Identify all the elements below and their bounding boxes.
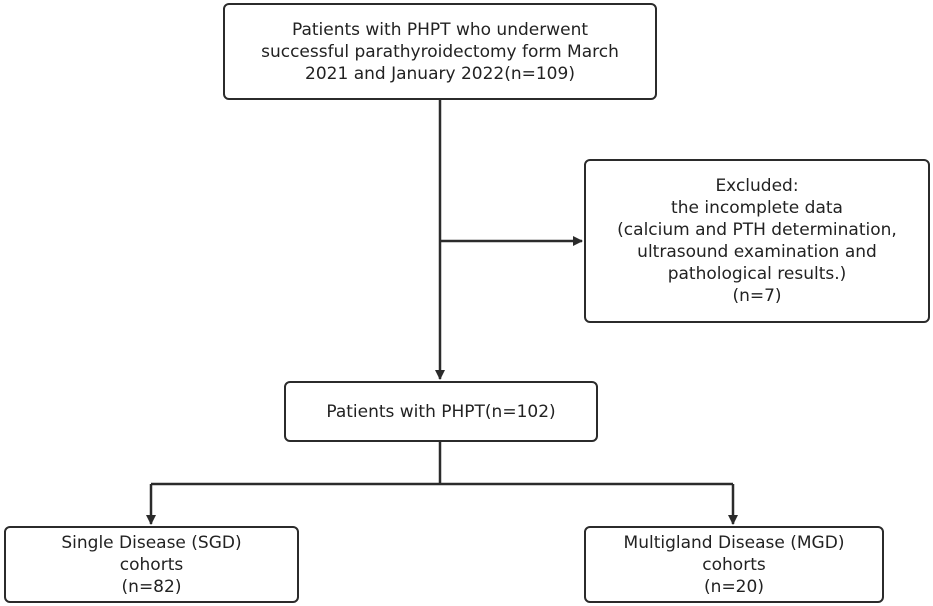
enrolled-patients-box: Patients with PHPT who underwent success… (223, 3, 657, 100)
box-text-line: ultrasound examination and (637, 242, 877, 262)
box-text-line: (calcium and PTH determination, (617, 220, 897, 240)
box-text-line: Single Disease (SGD) (61, 532, 242, 553)
box-text-line: Multigland Disease (MGD) (623, 532, 845, 553)
box-text-line: pathological results.) (667, 264, 847, 284)
included-patients-box: Patients with PHPT(n=102) (284, 381, 598, 442)
box-text-line: (n=7) (732, 286, 782, 306)
box-text-line: Excluded: (715, 176, 799, 196)
box-text-line: successful parathyroidectomy form March (261, 41, 619, 62)
box-text-line: the incomplete data (671, 198, 843, 218)
box-text-line: 2021 and January 2022(n=109) (305, 63, 575, 84)
box-text-line: Patients with PHPT(n=102) (326, 401, 556, 422)
box-text-line: Patients with PHPT who underwent (291, 19, 589, 40)
excluded-box: Excluded: the incomplete data (calcium a… (584, 159, 930, 323)
box-text-line: cohorts (702, 554, 766, 575)
mgd-cohort-box: Multigland Disease (MGD) cohorts (n=20) (584, 526, 884, 603)
box-text-line: (n=20) (704, 576, 764, 597)
box-text-line: cohorts (119, 554, 184, 575)
sgd-cohort-box: Single Disease (SGD) cohorts (n=82) (4, 526, 299, 603)
box-text-line: (n=82) (121, 576, 182, 597)
